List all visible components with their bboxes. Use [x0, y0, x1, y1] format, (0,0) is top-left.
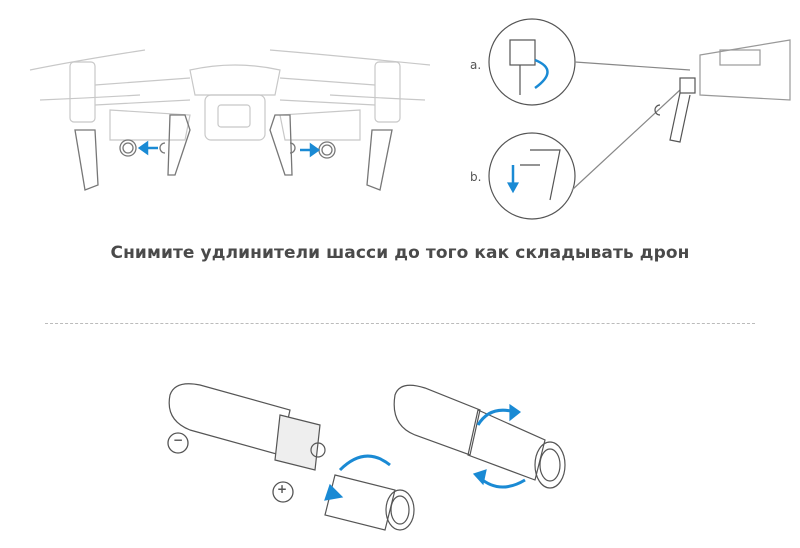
- step-a-label: a.: [470, 58, 482, 72]
- drone-front-view: [29, 49, 431, 141]
- extender-right: [393, 384, 566, 489]
- drone-arm-detail: [654, 39, 791, 143]
- minus-symbol: −: [173, 433, 184, 447]
- detail-circles: [488, 18, 691, 220]
- dashed-divider: [45, 323, 755, 324]
- step-b-label: b.: [470, 170, 482, 184]
- extender-left: [168, 383, 415, 531]
- instruction-caption: Снимите удлинители шасси до того как скл…: [110, 243, 690, 263]
- plus-icon: [272, 481, 294, 503]
- landing-legs: [74, 114, 393, 191]
- minus-icon: [167, 432, 189, 454]
- arrow-icons: [137, 140, 321, 158]
- plus-symbol: +: [277, 482, 288, 496]
